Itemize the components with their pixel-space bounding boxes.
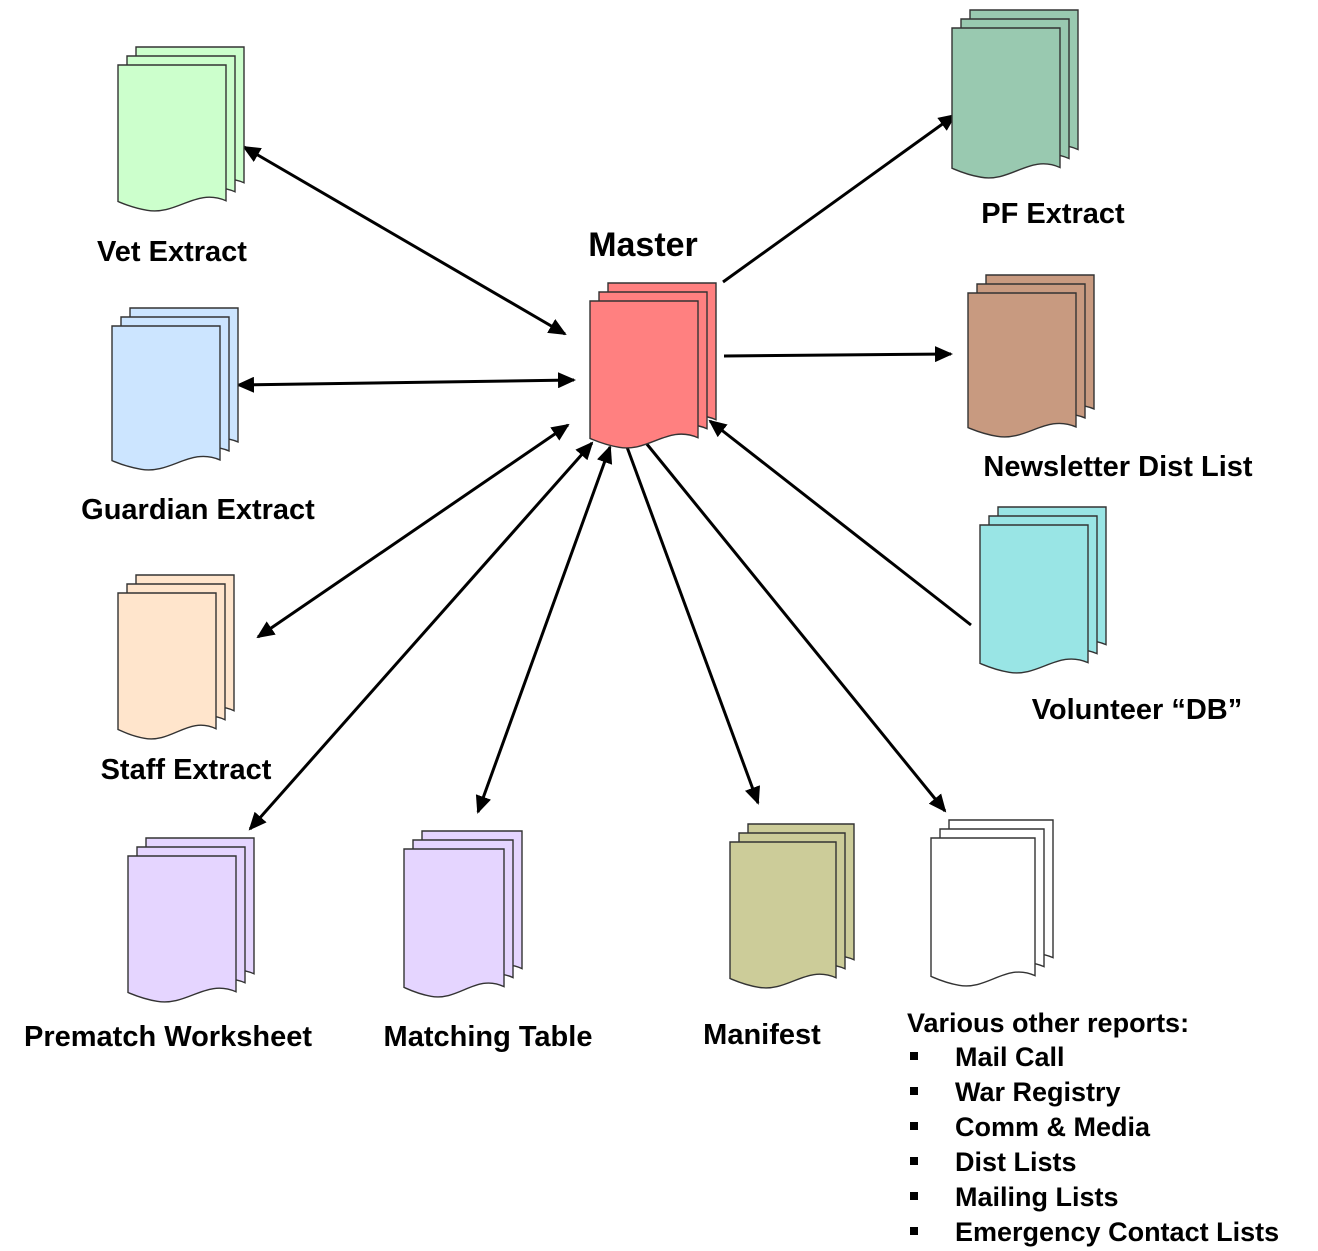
- other-reports-heading: Various other reports:: [907, 1008, 1190, 1038]
- document-sheet: [117, 64, 227, 212]
- matching-document-icon: [403, 830, 523, 998]
- report-item-label: Mail Call: [955, 1042, 1065, 1072]
- report-item: War Registry: [907, 1075, 1279, 1110]
- matching-label: Matching Table: [384, 1021, 593, 1053]
- manifest-document-icon: [729, 823, 855, 989]
- bullet-icon: [910, 1052, 918, 1060]
- prematch-label: Prematch Worksheet: [24, 1021, 312, 1053]
- document-sheet: [403, 848, 505, 998]
- report-item: Dist Lists: [907, 1145, 1279, 1180]
- manifest-label: Manifest: [703, 1019, 821, 1051]
- document-sheet: [930, 837, 1036, 987]
- document-sheet: [111, 325, 221, 471]
- connector-master-manifest: [625, 446, 760, 805]
- staff-label: Staff Extract: [101, 754, 272, 786]
- bullet-icon: [910, 1227, 918, 1235]
- connector-master-matching: [475, 445, 613, 814]
- document-sheet: [117, 592, 217, 740]
- connector-master-pf: [722, 113, 957, 284]
- master-document-icon: [589, 282, 717, 449]
- prematch-document-icon: [127, 837, 255, 1003]
- bullet-icon: [910, 1157, 918, 1165]
- document-sheet: [967, 292, 1077, 438]
- connector-volunteer-master: [708, 419, 972, 627]
- pf-label: PF Extract: [981, 198, 1125, 230]
- staff-document-icon: [117, 574, 235, 740]
- vet-label: Vet Extract: [97, 236, 247, 268]
- volunteer-label: Volunteer “DB”: [1032, 694, 1243, 726]
- document-sheet: [127, 855, 237, 1003]
- connector-master-newsletter: [723, 346, 953, 363]
- document-sheet: [951, 27, 1061, 179]
- connector-master-other: [644, 442, 947, 813]
- connector-master-vet: [242, 145, 567, 336]
- vet-document-icon: [117, 46, 245, 212]
- guardian-document-icon: [111, 307, 239, 471]
- document-sheet: [589, 300, 699, 449]
- bullet-icon: [910, 1192, 918, 1200]
- other-reports-list: Mail Call War Registry Comm & Media Dist…: [907, 1040, 1279, 1250]
- report-item: Comm & Media: [907, 1110, 1279, 1145]
- report-item: Mailing Lists: [907, 1180, 1279, 1215]
- connector-group: [236, 113, 972, 831]
- report-item-label: War Registry: [955, 1077, 1121, 1107]
- report-item-label: Mailing Lists: [955, 1182, 1119, 1212]
- pf-document-icon: [951, 9, 1079, 179]
- connector-master-staff: [256, 423, 570, 639]
- newsletter-document-icon: [967, 274, 1095, 438]
- report-item-label: Emergency Contact Lists: [955, 1217, 1280, 1247]
- volunteer-document-icon: [979, 506, 1107, 674]
- other-reports-block: Various other reports: Mail Call War Reg…: [907, 1006, 1279, 1250]
- other-reports-document-icon: [930, 819, 1054, 987]
- report-item: Mail Call: [907, 1040, 1279, 1075]
- guardian-label: Guardian Extract: [81, 494, 315, 526]
- document-sheet: [979, 524, 1089, 674]
- master-label: Master: [588, 226, 698, 264]
- report-item-label: Comm & Media: [955, 1112, 1151, 1142]
- connector-master-guardian: [236, 372, 576, 393]
- report-item-label: Dist Lists: [955, 1147, 1077, 1177]
- report-item: Emergency Contact Lists: [907, 1215, 1279, 1250]
- document-sheet: [729, 841, 837, 989]
- bullet-icon: [910, 1087, 918, 1095]
- newsletter-label: Newsletter Dist List: [983, 451, 1252, 483]
- bullet-icon: [910, 1122, 918, 1130]
